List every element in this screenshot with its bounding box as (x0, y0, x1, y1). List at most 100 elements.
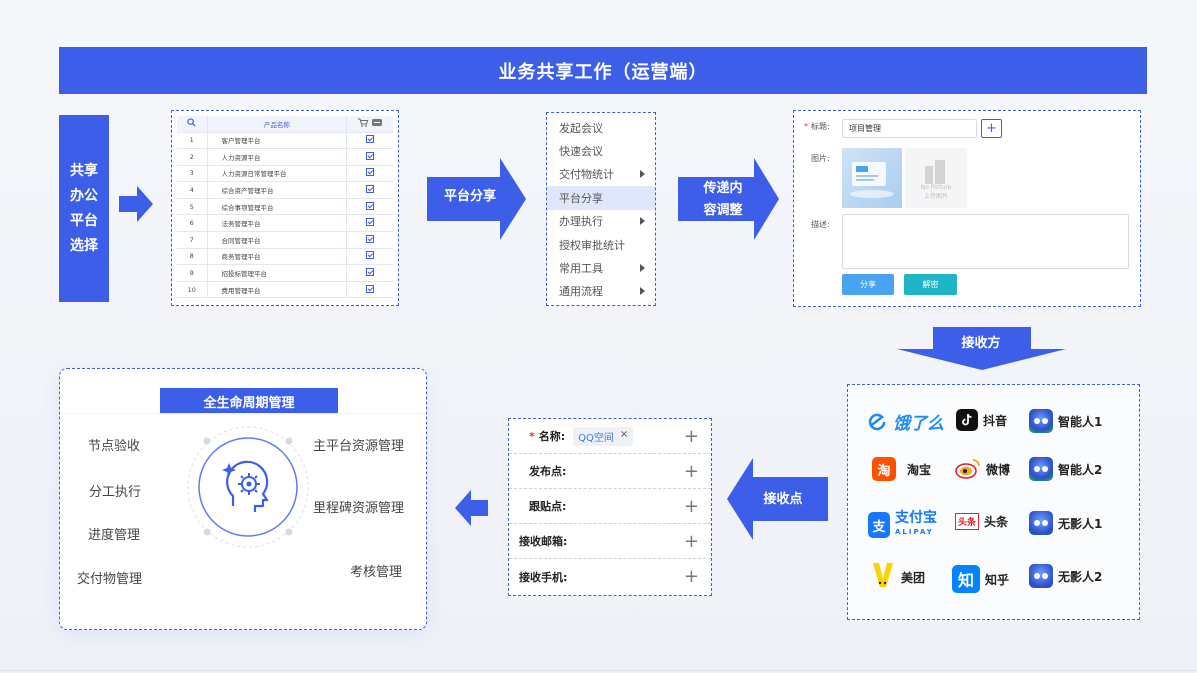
taobao-label: 淘宝 (907, 462, 932, 477)
app-zhihu[interactable]: 知 知乎 (952, 565, 1009, 593)
platform-select-box: 共享 办公 平台 选择 (59, 115, 109, 302)
upload-image-placeholder[interactable]: No Picture 上传图片 (905, 148, 967, 208)
name-tag[interactable]: QQ空间 × (573, 426, 634, 446)
building-icon (925, 160, 945, 184)
douyin-icon (956, 409, 978, 431)
menu-item[interactable]: 发起会议 (547, 116, 655, 139)
close-icon[interactable]: × (619, 428, 629, 440)
add-name-button[interactable]: + (683, 425, 699, 447)
menu-panel: 发起会议快速会议交付物统计平台分享办理执行授权审批统计常用工具通用流程 (546, 112, 656, 306)
row-checkbox[interactable] (346, 132, 393, 150)
menu-item-label: 常用工具 (559, 262, 603, 276)
menu-item[interactable]: 快速会议 (547, 139, 655, 162)
row-checkbox[interactable] (346, 198, 393, 216)
row-number: 7 (177, 231, 208, 249)
required-mark: * (529, 429, 535, 443)
app-alipay[interactable]: 支 支付宝 ALIPAY (868, 511, 937, 539)
zhihu-label: 知乎 (985, 572, 1010, 587)
app-robot-1[interactable]: 智能人1 (1029, 409, 1102, 433)
row-number: 6 (177, 214, 208, 233)
checkbox-checked-icon[interactable] (366, 234, 375, 243)
add-button[interactable]: + (981, 119, 1002, 138)
app-drone-1[interactable]: 无影人1 (1029, 511, 1102, 535)
checkbox-checked-icon[interactable] (366, 251, 375, 260)
app-weibo[interactable]: 微博 (955, 457, 1010, 481)
paste-label: 跟贴点: (529, 500, 567, 513)
menu-item[interactable]: 授权审批统计 (547, 233, 655, 256)
menu-item-label: 授权审批统计 (559, 238, 625, 252)
row-product-name: 人力资源日常管理平台 (207, 165, 348, 183)
row-number: 3 (177, 165, 208, 183)
menu-item-label: 快速会议 (559, 145, 603, 159)
app-robot-2[interactable]: 智能人2 (1029, 457, 1102, 481)
app-eleme[interactable]: 饿了么 (866, 409, 944, 434)
checkbox-checked-icon[interactable] (366, 268, 375, 277)
checkbox-checked-icon[interactable] (366, 168, 375, 177)
row-checkbox[interactable] (346, 248, 393, 266)
publish-label: 发布点: (529, 465, 567, 478)
checkbox-checked-icon[interactable] (366, 218, 375, 227)
decrypt-button[interactable]: 解密 (904, 274, 957, 295)
app-taobao[interactable]: 淘 淘宝 (872, 457, 931, 481)
checkbox-checked-icon[interactable] (366, 135, 375, 144)
image-thumbnail[interactable] (842, 148, 902, 208)
row-checkbox[interactable] (346, 165, 393, 183)
row-number: 10 (177, 281, 208, 299)
upload-image-text: 上传图片 (923, 193, 948, 200)
zhihu-icon: 知 (952, 565, 980, 593)
add-email-button[interactable]: + (683, 530, 699, 552)
phone-label: 接收手机: (519, 570, 568, 584)
row-checkbox[interactable] (346, 281, 393, 299)
row-checkbox[interactable] (346, 231, 393, 249)
transfer-arrow (678, 158, 779, 240)
add-publish-button[interactable]: + (683, 460, 699, 482)
checkbox-checked-icon[interactable] (366, 284, 375, 293)
toutiao-icon: 头条 (955, 513, 980, 530)
app-meituan[interactable]: 美团 (870, 561, 925, 593)
app-toutiao[interactable]: 头条 头条 (955, 513, 1008, 530)
menu-item[interactable]: 通用流程 (547, 280, 655, 303)
robot2-label: 智能人2 (1058, 462, 1103, 477)
menu-item[interactable]: 办理执行 (547, 210, 655, 233)
row-checkbox[interactable] (346, 181, 393, 199)
drone-icon (1029, 511, 1053, 535)
search-icon[interactable] (177, 116, 208, 133)
row-number: 8 (177, 248, 208, 266)
no-picture-text: No Picture (920, 184, 952, 191)
title-input[interactable]: 项目管理 (842, 119, 977, 138)
row-checkbox[interactable] (346, 148, 393, 166)
checkbox-checked-icon[interactable] (366, 151, 375, 160)
share-button[interactable]: 分享 (842, 274, 894, 295)
row-checkbox[interactable] (346, 264, 393, 282)
title-label: 标题: (811, 122, 830, 131)
receive-form-panel: * 名称: QQ空间 × + 发布点: + 跟贴点: + 接收邮箱: + 接收手… (508, 418, 712, 596)
receiver-apps-panel: 饿了么 抖音 智能人1 淘 淘宝 微博 智能人2 支 支付宝 ALIPAY (847, 384, 1140, 620)
app-drone-2[interactable]: 无影人2 (1029, 564, 1102, 588)
meituan-label: 美团 (901, 570, 926, 585)
add-paste-button[interactable]: + (683, 495, 699, 517)
menu-item[interactable]: 常用工具 (547, 256, 655, 279)
checkbox-checked-icon[interactable] (366, 201, 375, 210)
image-label: 图片: (811, 154, 830, 163)
app-douyin[interactable]: 抖音 (956, 409, 1007, 431)
description-textarea[interactable] (842, 214, 1129, 269)
row-checkbox[interactable] (346, 214, 393, 233)
menu-item[interactable]: 交付物统计 (547, 163, 655, 186)
checkbox-checked-icon[interactable] (366, 185, 375, 194)
lifecycle-item: 分工执行 (89, 485, 142, 500)
menu-item[interactable]: 平台分享 (547, 186, 655, 210)
page-title-banner: 业务共享工作（运营端） (59, 47, 1147, 94)
row-product-name: 人力资源平台 (207, 148, 348, 166)
add-phone-button[interactable]: + (683, 566, 699, 587)
